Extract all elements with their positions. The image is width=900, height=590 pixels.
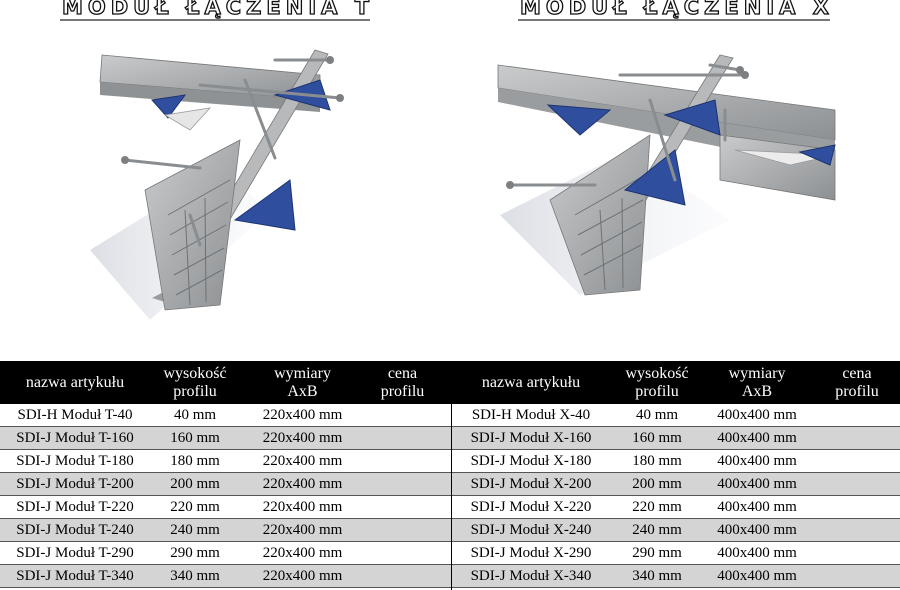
- table-header: nazwa artykułu wysokość profilu wymiary …: [452, 361, 900, 404]
- col-header-price: cena profilu: [380, 364, 425, 400]
- cell-height: 340 mm: [632, 567, 682, 584]
- col-header-name: nazwa artykułu: [25, 373, 125, 391]
- cell-dimensions: 400x400 mm: [717, 544, 797, 561]
- cell-height: 220 mm: [632, 498, 682, 515]
- cell-dimensions: 400x400 mm: [717, 452, 797, 469]
- table-row: SDI-H Moduł T-40 40 mm 220x400 mm: [0, 404, 451, 427]
- cell-height: 240 mm: [170, 521, 220, 538]
- cell-dimensions: 220x400 mm: [262, 567, 343, 584]
- cell-height: 200 mm: [632, 475, 682, 492]
- cell-height: 220 mm: [170, 498, 220, 515]
- table-row: SDI-J Moduł T-160 160 mm 220x400 mm: [0, 427, 451, 450]
- cell-dimensions: 400x400 mm: [717, 406, 797, 423]
- table-row: SDI-J Moduł T-200 200 mm 220x400 mm: [0, 473, 451, 496]
- cell-height: 40 mm: [173, 406, 217, 423]
- table-row: SDI-J Moduł T-220 220 mm 220x400 mm: [0, 496, 451, 519]
- cell-height: 290 mm: [632, 544, 682, 561]
- cell-price: [360, 542, 445, 564]
- module-x-title: MODUŁ ŁĄCZENIA X: [519, 0, 834, 20]
- table-row: SDI-J Moduł T-290 290 mm 220x400 mm: [0, 542, 451, 565]
- cell-price: [360, 450, 445, 472]
- module-t-illustration: [90, 49, 344, 320]
- cell-height: 180 mm: [632, 452, 682, 469]
- table-row: SDI-J Moduł X-220 220 mm 400x400 mm: [452, 496, 900, 519]
- cell-name: SDI-J Moduł T-200: [16, 475, 134, 492]
- cell-dimensions: 220x400 mm: [262, 521, 343, 538]
- col-header-height: wysokość profilu: [625, 364, 689, 400]
- cell-height: 40 mm: [635, 406, 679, 423]
- cell-name: SDI-J Moduł T-340: [16, 567, 134, 584]
- table-row: SDI-J Moduł X-340 340 mm 400x400 mm: [452, 565, 900, 588]
- module-x-table: nazwa artykułu wysokość profilu wymiary …: [452, 361, 900, 588]
- module-t-title-underline: [60, 19, 370, 21]
- cell-price: [817, 542, 897, 564]
- col-header-dimensions: wymiary AxB: [728, 364, 786, 400]
- col-header-height: wysokość profilu: [163, 364, 227, 400]
- cell-name: SDI-J Moduł T-290: [16, 544, 134, 561]
- cell-dimensions: 220x400 mm: [262, 429, 343, 446]
- cell-height: 160 mm: [170, 429, 220, 446]
- table-header: nazwa artykułu wysokość profilu wymiary …: [0, 361, 451, 404]
- cell-height: 200 mm: [170, 475, 220, 492]
- cell-dimensions: 400x400 mm: [717, 498, 797, 515]
- table-row: SDI-J Moduł X-160 160 mm 400x400 mm: [452, 427, 900, 450]
- cell-dimensions: 220x400 mm: [262, 406, 343, 423]
- cell-dimensions: 400x400 mm: [717, 521, 797, 538]
- cell-name: SDI-J Moduł X-200: [470, 475, 592, 492]
- cell-name: SDI-H Moduł T-40: [17, 406, 133, 423]
- cell-dimensions: 400x400 mm: [717, 567, 797, 584]
- cell-name: SDI-J Moduł T-160: [16, 429, 134, 446]
- cell-name: SDI-J Moduł X-240: [470, 521, 592, 538]
- cell-price: [817, 404, 897, 426]
- cell-height: 160 mm: [632, 429, 682, 446]
- table-row: SDI-J Moduł X-290 290 mm 400x400 mm: [452, 542, 900, 565]
- module-t-title: MODUŁ ŁĄCZENIA T: [61, 0, 375, 20]
- table-row: SDI-J Moduł X-180 180 mm 400x400 mm: [452, 450, 900, 473]
- cell-price: [817, 427, 897, 449]
- cell-dimensions: 220x400 mm: [262, 498, 343, 515]
- table-divider: [451, 361, 452, 590]
- cell-dimensions: 220x400 mm: [262, 544, 343, 561]
- table-row: SDI-J Moduł T-240 240 mm 220x400 mm: [0, 519, 451, 542]
- cell-price: [360, 427, 445, 449]
- cell-height: 240 mm: [632, 521, 682, 538]
- col-header-price: cena profilu: [835, 364, 879, 400]
- cell-name: SDI-J Moduł T-240: [16, 521, 134, 538]
- table-row: SDI-H Moduł X-40 40 mm 400x400 mm: [452, 404, 900, 427]
- cell-dimensions: 400x400 mm: [717, 429, 797, 446]
- cell-price: [360, 565, 445, 587]
- cell-height: 180 mm: [170, 452, 220, 469]
- cell-dimensions: 400x400 mm: [717, 475, 797, 492]
- cell-price: [817, 450, 897, 472]
- table-row: SDI-J Moduł X-240 240 mm 400x400 mm: [452, 519, 900, 542]
- cell-height: 340 mm: [170, 567, 220, 584]
- cell-price: [817, 496, 897, 518]
- cell-name: SDI-J Moduł X-160: [470, 429, 592, 446]
- cell-dimensions: 220x400 mm: [262, 452, 343, 469]
- cell-name: SDI-J Moduł T-180: [16, 452, 134, 469]
- module-x-title-underline: [518, 19, 830, 21]
- cell-name: SDI-H Moduł X-40: [471, 406, 591, 423]
- cell-name: SDI-J Moduł T-220: [16, 498, 134, 515]
- col-header-dimensions: wymiary AxB: [274, 364, 331, 400]
- cell-price: [360, 473, 445, 495]
- col-header-name: nazwa artykułu: [481, 373, 581, 391]
- module-t-table: nazwa artykułu wysokość profilu wymiary …: [0, 361, 451, 588]
- cell-name: SDI-J Moduł X-180: [470, 452, 592, 469]
- table-row: SDI-J Moduł T-180 180 mm 220x400 mm: [0, 450, 451, 473]
- cell-price: [817, 519, 897, 541]
- table-row: SDI-J Moduł X-200 200 mm 400x400 mm: [452, 473, 900, 496]
- cell-name: SDI-J Moduł X-340: [470, 567, 592, 584]
- cell-price: [360, 519, 445, 541]
- cell-name: SDI-J Moduł X-220: [470, 498, 592, 515]
- cell-height: 290 mm: [170, 544, 220, 561]
- cell-price: [817, 565, 897, 587]
- cell-dimensions: 220x400 mm: [262, 475, 343, 492]
- module-x-illustration: [497, 54, 836, 296]
- cell-price: [817, 473, 897, 495]
- cell-price: [360, 496, 445, 518]
- cell-price: [360, 404, 445, 426]
- cell-name: SDI-J Moduł X-290: [470, 544, 592, 561]
- table-row: SDI-J Moduł T-340 340 mm 220x400 mm: [0, 565, 451, 588]
